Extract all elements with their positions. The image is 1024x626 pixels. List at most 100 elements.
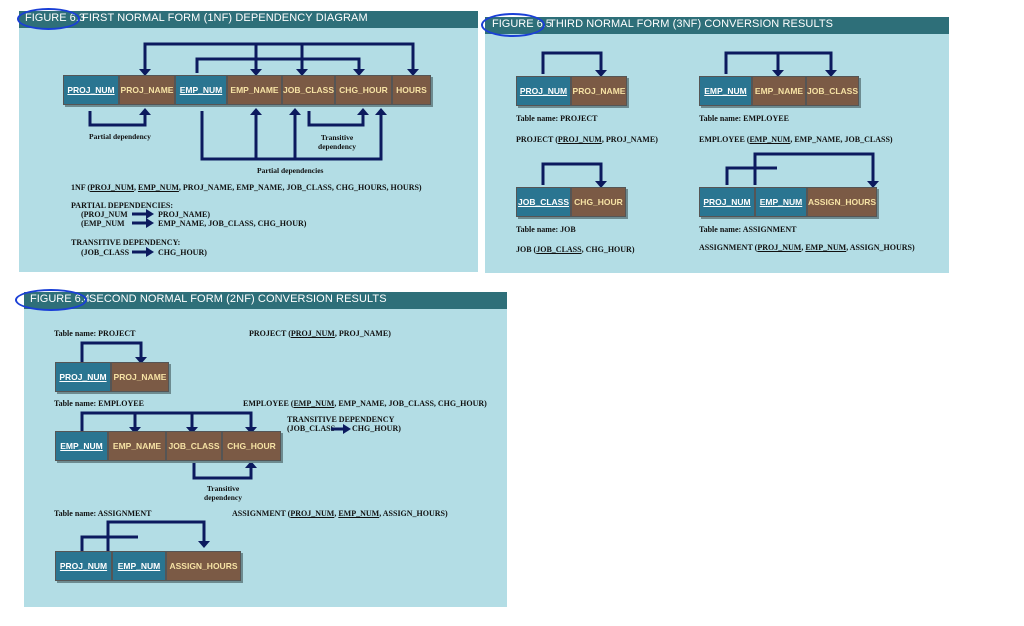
implication-arrows: [132, 209, 154, 257]
table-name-assignment: Table name: ASSIGNMENT: [54, 509, 152, 518]
cell-emp-num: EMP_NUM: [55, 431, 108, 461]
schema-rest: , PROJ_NAME): [601, 135, 658, 144]
schema-prefix: JOB (: [516, 245, 537, 254]
schema-prefix: PROJECT (: [249, 329, 291, 338]
arrowhead: [250, 108, 262, 115]
arrowhead: [407, 69, 419, 76]
cell-hours: HOURS: [392, 75, 431, 105]
table-name-project: Table name: PROJECT: [54, 329, 136, 338]
employee-schema: EMPLOYEE (EMP_NUM, EMP_NAME, JOB_CLASS): [699, 135, 893, 144]
cell-chg-hour: CHG_HOUR: [571, 187, 626, 217]
cell-emp-name: EMP_NAME: [227, 75, 282, 105]
cell-proj-num: PROJ_NUM: [55, 551, 112, 581]
schema-key: EMP_NUM: [749, 135, 791, 144]
partial-line-left: (PROJ_NUM: [81, 210, 128, 219]
arrowhead: [186, 427, 198, 434]
arrowhead: [139, 69, 151, 76]
schema-rest: , PROJ_NAME, EMP_NAME, JOB_CLASS, CHG_HO…: [178, 183, 422, 192]
highlight-ellipse: [15, 289, 87, 311]
cell-assign-hours: ASSIGN_HOURS: [166, 551, 241, 581]
dependency-arrow: [80, 341, 143, 362]
cell-emp-num: EMP_NUM: [112, 551, 166, 581]
table-name-project: Table name: PROJECT: [516, 114, 598, 123]
arrowhead: [595, 181, 607, 188]
schema-key: EMP_NUM: [338, 509, 380, 518]
transitive-label: Transitive dependency: [315, 133, 359, 151]
cell-job-class: JOB_CLASS: [806, 76, 859, 106]
partial-dependency-label: Partial dependency: [89, 132, 151, 141]
arrowhead: [343, 424, 351, 434]
employee-schema: EMPLOYEE (EMP_NUM, EMP_NAME, JOB_CLASS, …: [243, 399, 487, 408]
cell-proj-name: PROJ_NAME: [111, 362, 169, 392]
figure-6-4-panel: FIGURE 6.4 SECOND NORMAL FORM (2NF) CONV…: [15, 289, 507, 607]
schema-rest: , ASSIGN_HOURS): [846, 243, 915, 252]
table-name-job: Table name: JOB: [516, 225, 576, 234]
arrowhead: [357, 108, 369, 115]
schema-prefix: 1NF (: [71, 183, 91, 192]
arrowhead: [867, 181, 879, 188]
project-schema: PROJECT (PROJ_NUM, PROJ_NAME): [249, 329, 391, 338]
schema-rest: , EMP_NAME, JOB_CLASS): [790, 135, 893, 144]
cell-assign-hours: ASSIGN_HOURS: [807, 187, 877, 217]
cell-chg-hour: CHG_HOUR: [335, 75, 392, 105]
arrowhead: [146, 209, 154, 219]
transitive-label-line: Transitive: [206, 484, 240, 493]
dependency-arrow: [307, 111, 365, 127]
figure-6-3-panel: FIGURE 6.3 FIRST NORMAL FORM (1NF) DEPEN…: [17, 8, 478, 272]
dependency-arrow: [80, 411, 253, 432]
schema-key: JOB_CLASS: [536, 245, 582, 254]
highlight-ellipse: [17, 8, 80, 30]
arrowhead: [146, 218, 154, 228]
job-schema: JOB (JOB_CLASS, CHG_HOUR): [516, 245, 634, 254]
schema-separator: ,: [801, 243, 806, 252]
assignment-schema: ASSIGNMENT (PROJ_NUM, EMP_NUM, ASSIGN_HO…: [232, 509, 448, 518]
cell-emp-name: EMP_NAME: [752, 76, 806, 106]
schema-key: EMP_NUM: [138, 183, 179, 192]
transitive-line-left: (JOB_CLASS: [81, 248, 130, 257]
dependency-arrow: [753, 152, 875, 185]
cell-proj-name: PROJ_NAME: [119, 75, 175, 105]
schema-key: EMP_NUM: [293, 399, 335, 408]
dependency-arrows: [541, 51, 879, 188]
cell-proj-num: PROJ_NUM: [63, 75, 119, 105]
cell-proj-num: PROJ_NUM: [516, 76, 571, 106]
schema-prefix: ASSIGNMENT (: [699, 243, 758, 252]
schema-key: PROJ_NUM: [90, 183, 135, 192]
schema-rest: , EMP_NAME, JOB_CLASS, CHG_HOUR): [334, 399, 487, 408]
project-schema: PROJECT (PROJ_NUM, PROJ_NAME): [516, 135, 658, 144]
partial-dependencies-label: Partial dependencies: [257, 166, 324, 175]
schema-separator: ,: [334, 509, 339, 518]
arrowhead: [135, 357, 147, 364]
schema-key: PROJ_NUM: [557, 135, 602, 144]
cell-proj-name: PROJ_NAME: [571, 76, 627, 106]
arrowhead: [139, 108, 151, 115]
cell-proj-num: PROJ_NUM: [699, 187, 755, 217]
arrowhead: [146, 247, 154, 257]
implication-arrows: [331, 424, 351, 434]
table-name-employee: Table name: EMPLOYEE: [699, 114, 789, 123]
dependency-arrow: [80, 535, 138, 552]
schema-key: PROJ_NUM: [290, 329, 335, 338]
dependency-arrow: [541, 162, 603, 185]
figure-title: THIRD NORMAL FORM (3NF) CONVERSION RESUL…: [549, 18, 834, 30]
schema-prefix: EMPLOYEE (: [699, 135, 750, 144]
arrowhead: [353, 69, 365, 76]
figure-6-5-panel: FIGURE 6.5 THIRD NORMAL FORM (3NF) CONVE…: [481, 13, 949, 273]
arrowhead: [296, 69, 308, 76]
schema-rest: , PROJ_NAME): [334, 329, 391, 338]
transitive-line-left: (JOB_CLASS: [287, 424, 336, 433]
schema-prefix: ASSIGNMENT (: [232, 509, 291, 518]
dependency-arrows: [80, 341, 257, 552]
cell-emp-name: EMP_NAME: [108, 431, 166, 461]
table-name-employee: Table name: EMPLOYEE: [54, 399, 144, 408]
arrowhead: [772, 70, 784, 77]
cell-emp-num: EMP_NUM: [175, 75, 227, 105]
arrowhead: [245, 461, 257, 468]
schema-rest: , CHG_HOUR): [581, 245, 635, 254]
arrowhead: [289, 108, 301, 115]
highlight-ellipse: [481, 13, 545, 37]
transitive-label: Transitive dependency: [201, 484, 245, 502]
partial-dependencies-header: PARTIAL DEPENDENCIES:: [71, 201, 174, 210]
partial-line-left: (EMP_NUM: [81, 219, 125, 228]
dependency-arrow: [725, 166, 777, 185]
